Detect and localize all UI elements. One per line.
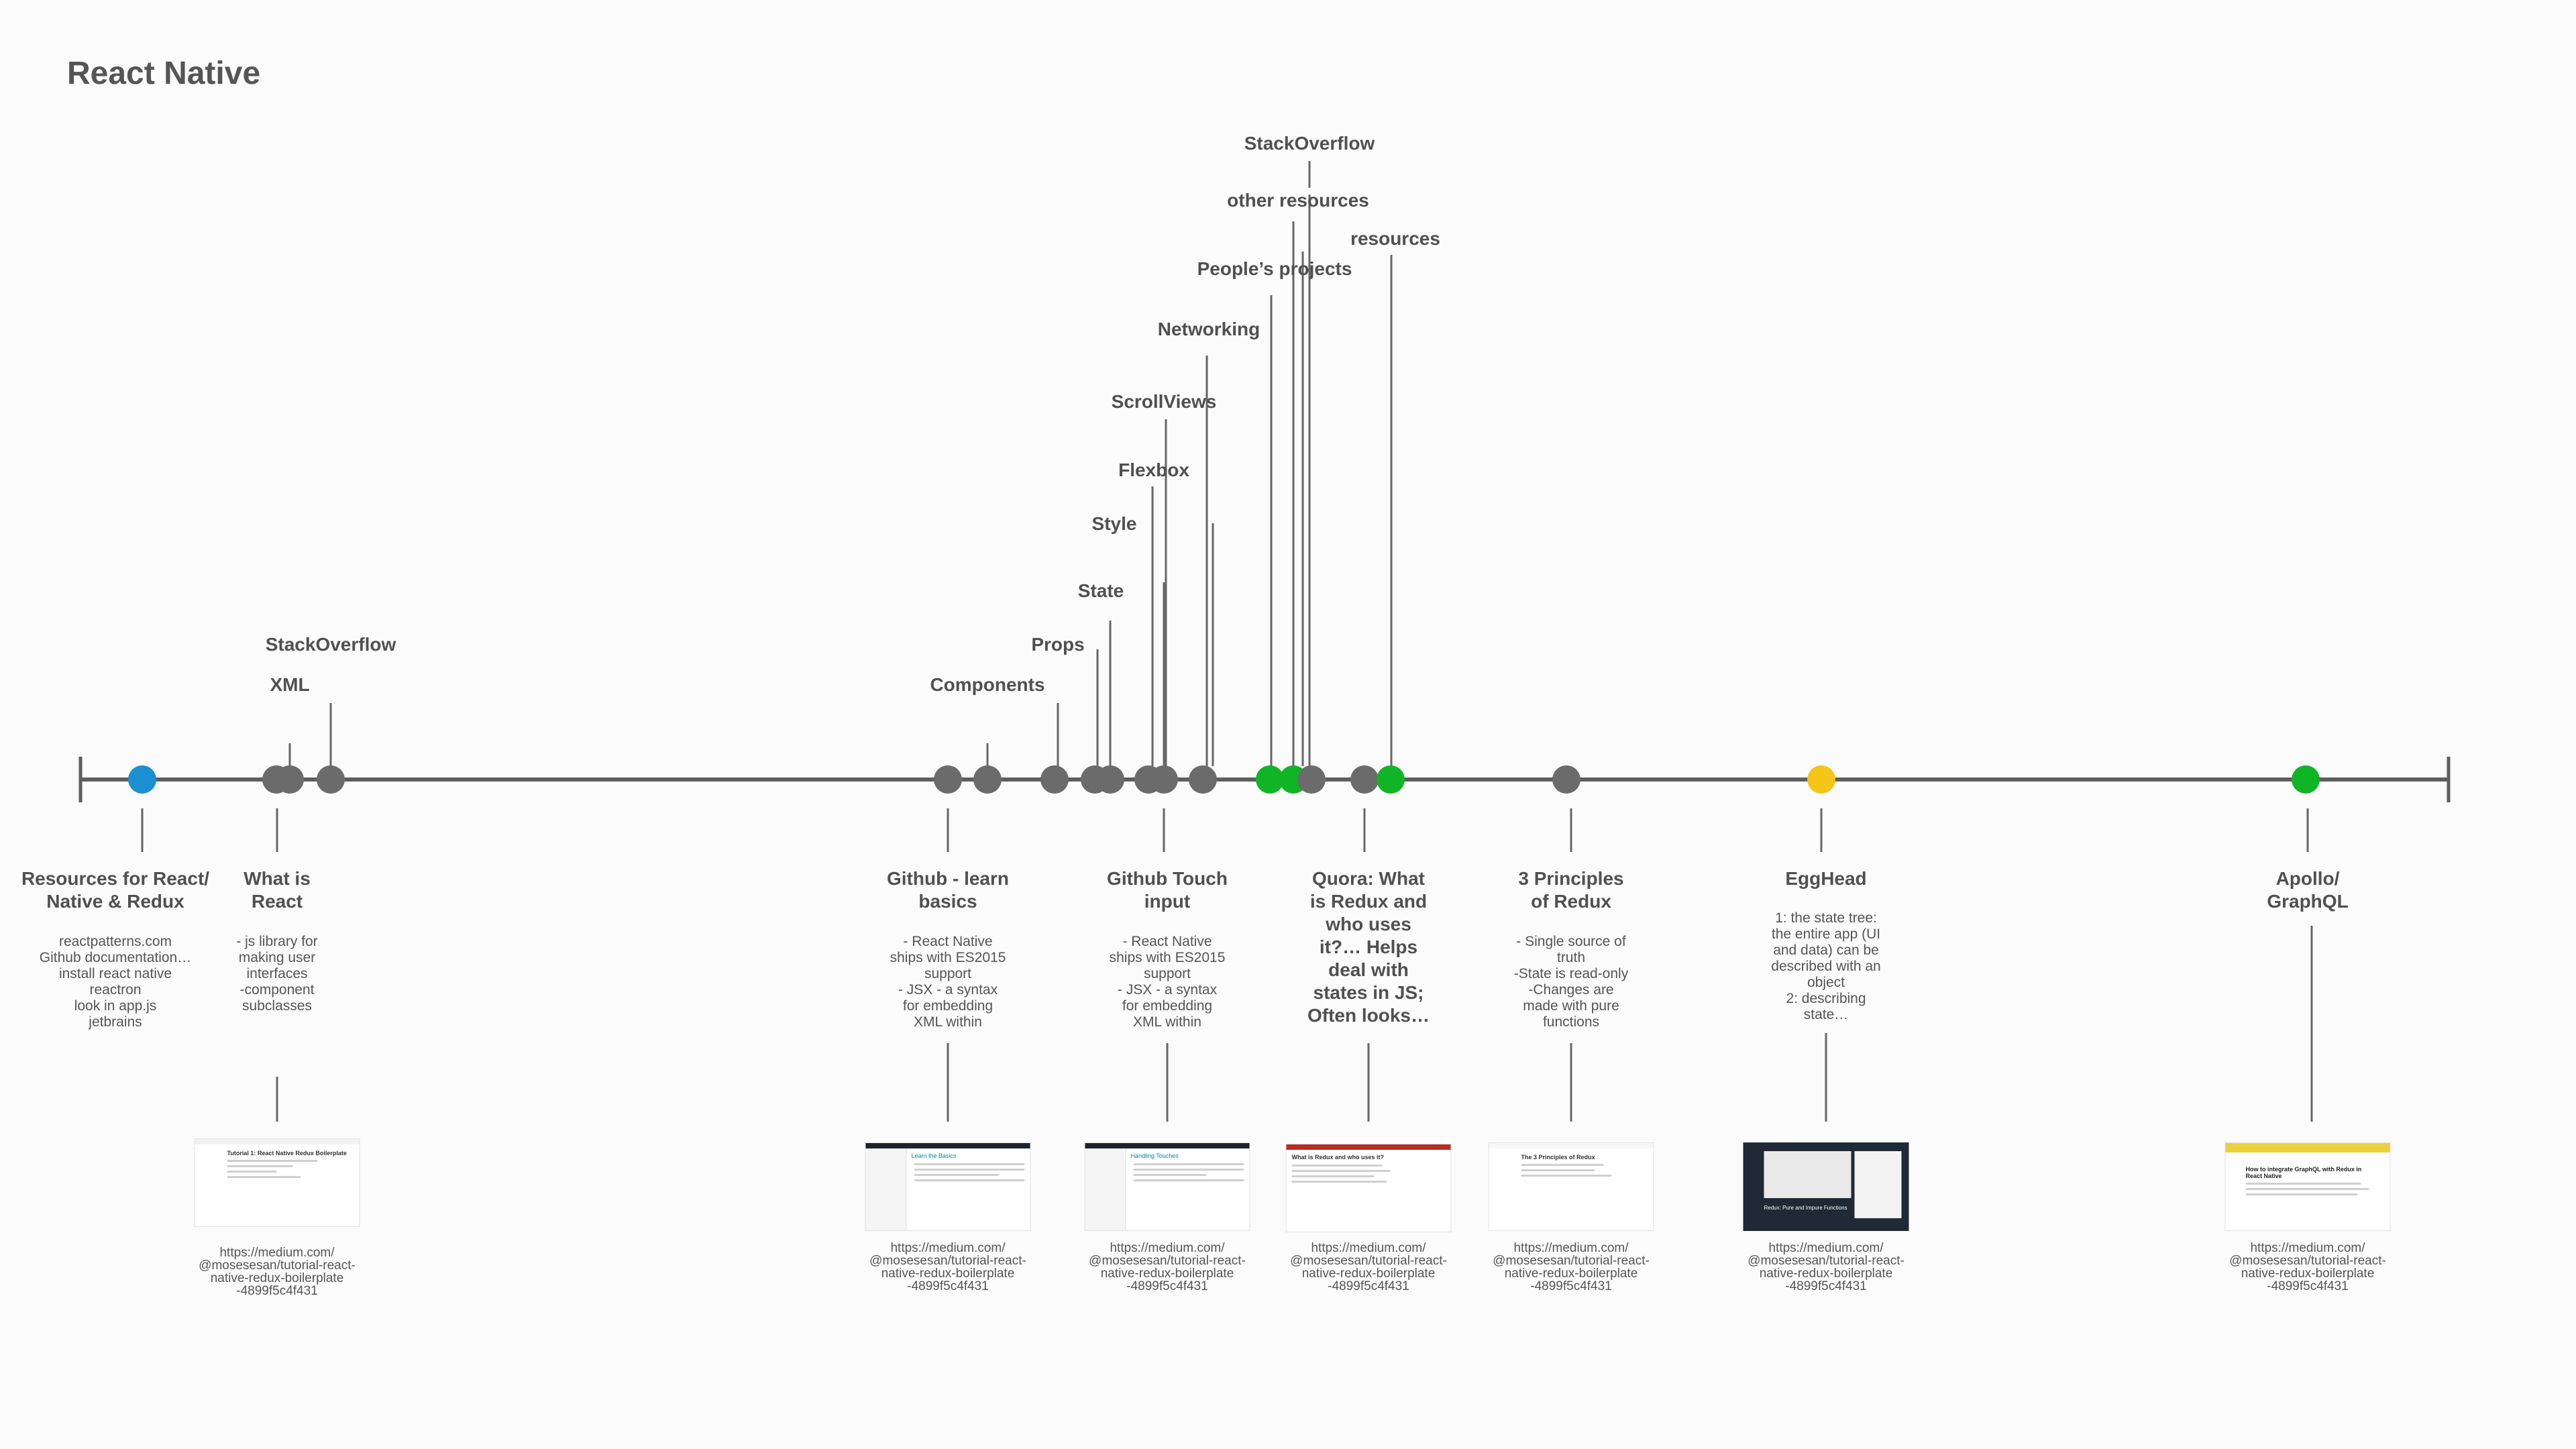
topic-label-xml: XML [270,674,310,695]
node-style[interactable] [1096,765,1124,794]
thumbnail-egghead-video[interactable]: Redux: Pure and Impure Functions [1743,1142,1909,1231]
node-egghead[interactable] [1807,765,1835,794]
thumbnail-react-native-docs-touches[interactable]: Handling Touches [1084,1142,1250,1231]
event-url-apollo-graphql[interactable]: https://medium.com/ @mosesesan/tutorial-… [2229,1241,2386,1293]
node-apollo-graphql[interactable] [2292,765,2320,794]
event-desc-resources: reactpatterns.com Github documentation… … [39,934,192,1030]
event-title-apollo-graphql: Apollo/ GraphQL [2267,868,2349,912]
thumbnail-title: Redux: Pure and Impure Functions [1764,1205,1847,1211]
topic-label-style: Style [1091,513,1137,534]
event-title-egghead: EggHead [1785,868,1867,889]
thumbnail-title: Tutorial 1: React Native Redux Boilerpla… [227,1150,347,1157]
page-title: React Native [67,56,261,91]
event-url-3-principles[interactable]: https://medium.com/ @mosesesan/tutorial-… [1493,1241,1650,1293]
topic-label-stackoverflow-2: StackOverflow [1244,133,1375,154]
event-title-github-learn-basics: Github - learn basics [887,868,1009,912]
event-desc-egghead: 1: the state tree: the entire app (UI an… [1771,910,1881,1022]
node-xml[interactable] [276,765,304,794]
event-desc-what-is-react: - js library for making user interfaces … [236,934,318,1014]
thumbnail-quora-page[interactable]: What is Redux and who uses it? [1285,1144,1452,1232]
thumbnail-title: Handling Touches [1130,1152,1179,1159]
node-touch-input[interactable] [1150,765,1178,794]
topic-label-components: Components [930,674,1045,695]
event-title-resources: Resources for React/ Native & Redux [21,868,210,912]
topic-label-flexbox: Flexbox [1118,460,1189,480]
topic-label-networking: Networking [1157,319,1260,339]
node-props[interactable] [1040,765,1069,794]
node-github-basics[interactable] [934,765,962,794]
topic-label-state: State [1077,580,1124,601]
node-stackoverflow[interactable] [317,765,345,794]
event-url-github-learn-basics[interactable]: https://medium.com/ @mosesesan/tutorial-… [869,1241,1026,1293]
thumbnail-title: What is Redux and who uses it? [1291,1154,1385,1161]
thumbnail-react-native-docs-basics[interactable]: Learn the Basics [865,1142,1031,1231]
event-title-3-principles: 3 Principles of Redux [1518,868,1624,912]
topic-label-stackoverflow: StackOverflow [265,634,396,655]
event-desc-3-principles: - Single source of truth -State is read-… [1513,934,1629,1030]
topic-label-scrollviews: ScrollViews [1111,391,1217,412]
thumbnail-medium-graphql[interactable]: How to integrate GraphQL with Redux in R… [2224,1142,2391,1231]
event-desc-github-touch-input: - React Native ships with ES2015 support… [1109,934,1226,1030]
thumbnail-title: The 3 Principles of Redux [1521,1154,1595,1161]
thumbnail-medium-article[interactable]: Tutorial 1: React Native Redux Boilerpla… [194,1138,360,1227]
event-title-what-is-react: What is React [244,868,311,912]
topic-label-resources: resources [1350,228,1440,249]
event-url-quora-redux[interactable]: https://medium.com/ @mosesesan/tutorial-… [1290,1241,1447,1293]
node-3-principles[interactable] [1552,765,1580,794]
event-url-github-touch-input[interactable]: https://medium.com/ @mosesesan/tutorial-… [1089,1241,1246,1293]
topic-label-peoples-projects: People’s projects [1197,258,1352,279]
thumbnail-medium-redux-principles[interactable]: The 3 Principles of Redux [1488,1142,1654,1231]
thumbnail-title: How to integrate GraphQL with Redux in R… [2245,1166,2362,1179]
event-desc-github-learn-basics: - React Native ships with ES2015 support… [890,934,1006,1030]
node-components[interactable] [973,765,1002,794]
thumbnail-title: Learn the Basics [911,1152,957,1159]
topic-label-other-resources: other resources [1227,190,1369,211]
node-peoples-projects[interactable] [1256,765,1284,794]
event-title-github-touch-input: Github Touch input [1107,868,1228,912]
topic-label-props: Props [1031,634,1085,655]
event-title-quora-redux: Quora: What is Redux and who uses it?… H… [1307,868,1430,1026]
node-stackoverflow-2[interactable] [1297,765,1326,794]
node-resources-2[interactable] [1377,765,1405,794]
event-url-egghead[interactable]: https://medium.com/ @mosesesan/tutorial-… [1748,1241,1904,1293]
node-quora[interactable] [1350,765,1379,794]
node-resources[interactable] [128,765,156,794]
node-networking[interactable] [1189,765,1217,794]
event-url-what-is-react[interactable]: https://medium.com/ @mosesesan/tutorial-… [199,1246,356,1298]
